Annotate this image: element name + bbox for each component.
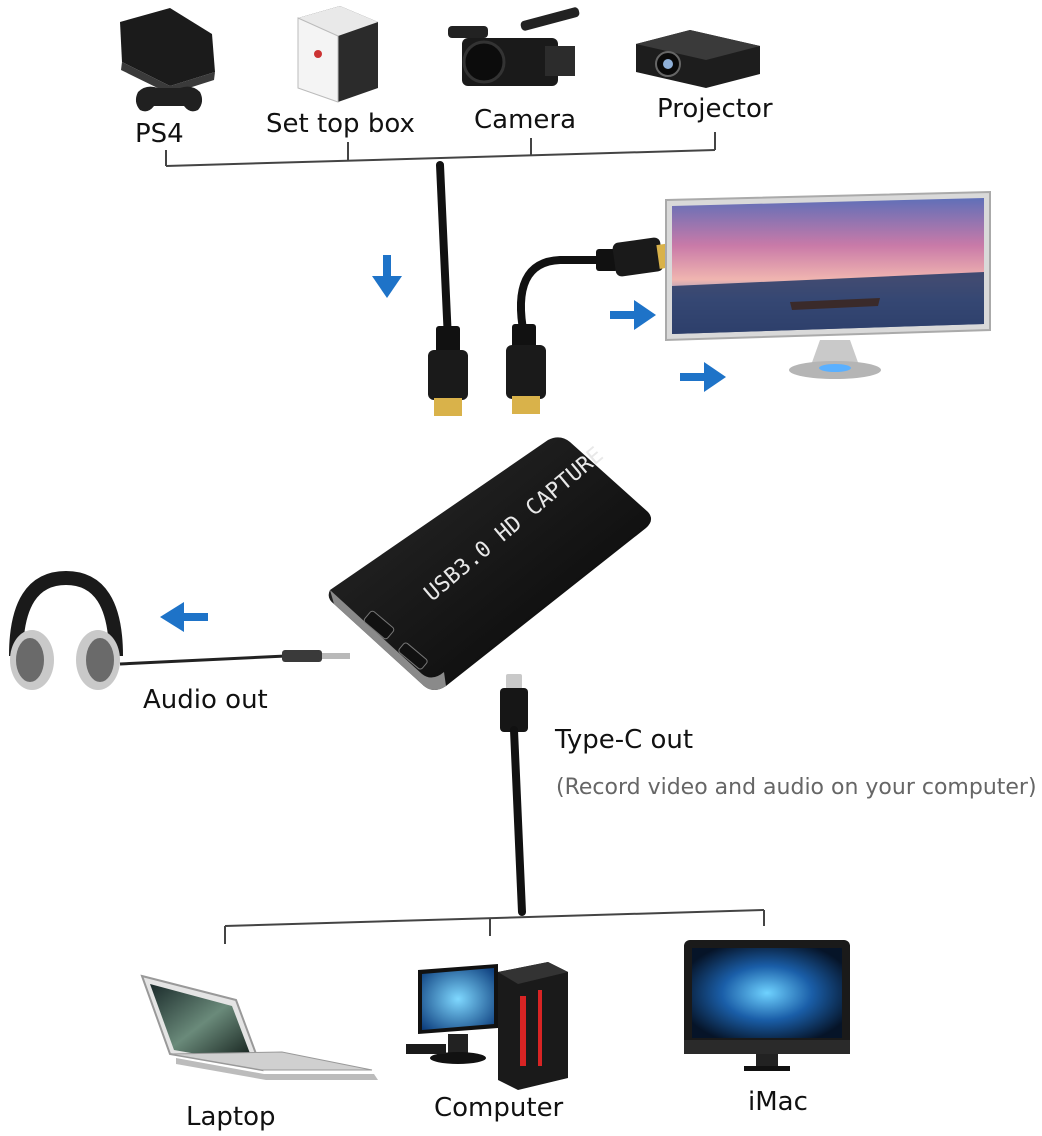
settop-box-icon (297, 6, 378, 103)
desktop-computer-icon (406, 962, 568, 1090)
ps4-icon (120, 8, 215, 112)
capture-device: USB3.0 HD CAPTURE (328, 437, 652, 690)
arrow-right-icon (610, 300, 656, 330)
source-bracket (165, 132, 716, 167)
settop-label: Set top box (266, 109, 415, 139)
headphones-icon (9, 570, 123, 690)
type-c-cable (510, 726, 526, 916)
audio-jack-icon (282, 650, 350, 662)
hdmi-connector-icon (506, 324, 546, 414)
typec-note: (Record video and audio on your computer… (556, 775, 1037, 800)
laptop-icon (140, 974, 378, 1080)
arrow-left-icon (160, 602, 208, 632)
typec-label: Type-C out (554, 725, 693, 755)
camera-label: Camera (474, 105, 576, 135)
hdmi-out-cable (517, 256, 604, 339)
audio-out-label: Audio out (143, 685, 268, 715)
arrow-right-icon (680, 362, 726, 392)
projector-label: Projector (657, 94, 773, 124)
arrow-down-icon (372, 255, 402, 298)
imac-label: iMac (748, 1087, 808, 1117)
hdmi-connector-icon (596, 237, 674, 277)
computer-label: Computer (434, 1093, 564, 1123)
projector-icon (636, 30, 760, 88)
hdmi-in-cable (436, 161, 452, 344)
hdmi-connector-icon (428, 326, 468, 416)
camera-icon (448, 7, 580, 86)
monitor-icon (665, 190, 991, 379)
imac-icon (684, 940, 850, 1071)
laptop-label: Laptop (186, 1102, 276, 1132)
type-c-connector-icon (500, 674, 528, 732)
target-bracket (224, 909, 765, 944)
audio-cable (119, 654, 287, 666)
ps4-label: PS4 (135, 119, 184, 149)
